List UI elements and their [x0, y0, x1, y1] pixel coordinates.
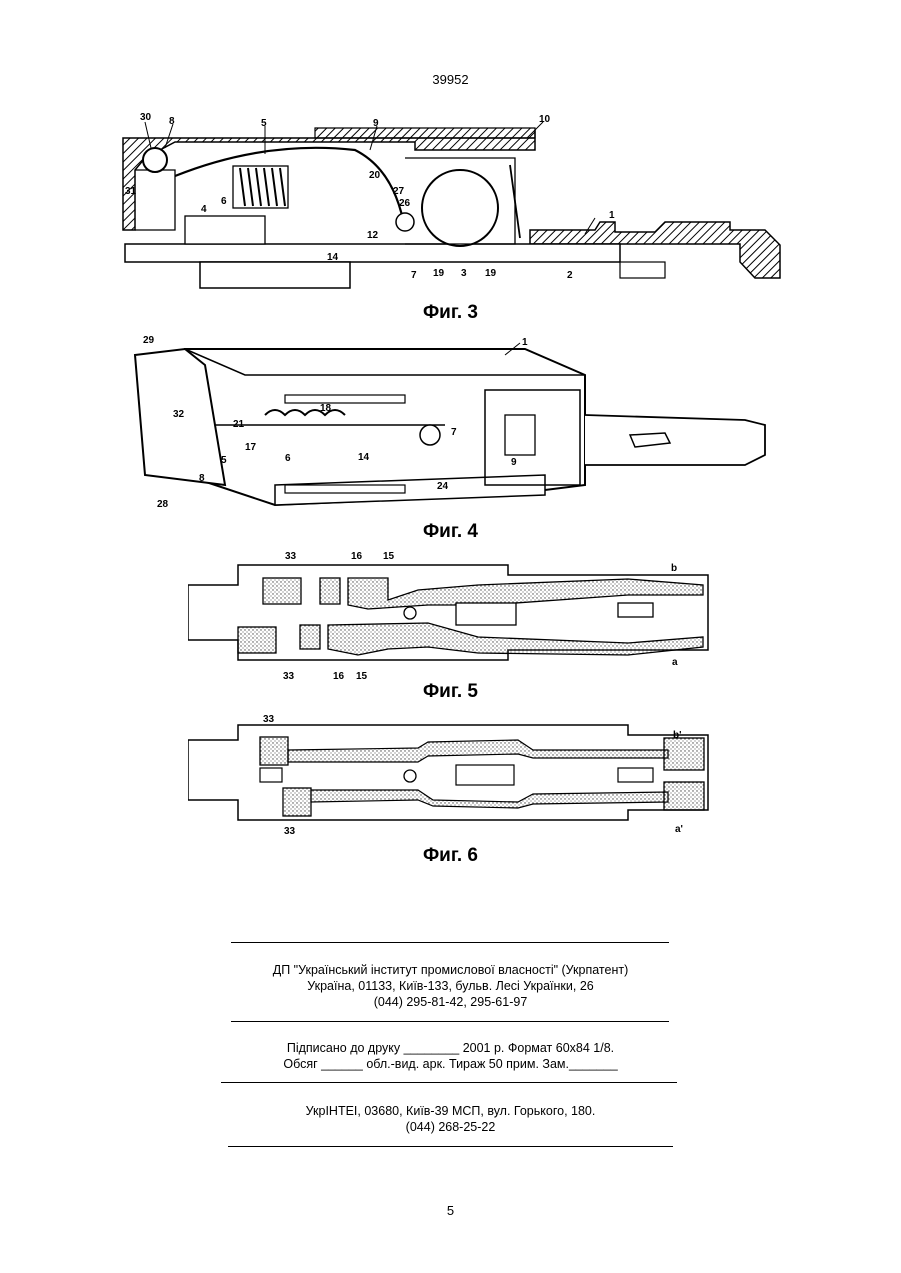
figure-3-caption: Фиг. 3 — [0, 302, 901, 324]
figure-6-drawing: 33 b' 33 a' — [188, 710, 718, 840]
svg-text:33: 33 — [284, 826, 296, 837]
svg-text:7: 7 — [451, 427, 457, 438]
svg-text:b: b — [671, 563, 677, 574]
svg-text:27: 27 — [393, 186, 405, 197]
svg-text:33: 33 — [283, 671, 295, 680]
svg-text:a': a' — [675, 824, 683, 835]
svg-text:8: 8 — [169, 116, 175, 127]
figure-5-drawing: 33 16 15 b 33 16 15 a — [188, 545, 718, 680]
svg-text:6: 6 — [221, 196, 227, 207]
svg-text:29: 29 — [143, 335, 155, 346]
figure-4-caption: Фиг. 4 — [0, 521, 901, 543]
svg-text:5: 5 — [261, 118, 267, 129]
svg-text:16: 16 — [333, 671, 345, 680]
svg-text:12: 12 — [367, 230, 379, 241]
svg-text:28: 28 — [157, 499, 169, 510]
figure-3-drawing: 30 8 5 9 10 31 6 4 20 2726 12 14 7 19 3 19 2 1 — [115, 110, 790, 295]
svg-text:15: 15 — [356, 671, 368, 680]
svg-text:b': b' — [673, 730, 682, 741]
svg-text:5: 5 — [221, 455, 227, 466]
svg-text:9: 9 — [373, 118, 379, 129]
svg-text:6: 6 — [285, 453, 291, 464]
figure-4-drawing: 29 1 32 21 18 17 6 5 8 28 14 7 9 24 — [125, 335, 780, 515]
imprint-rule-middle — [231, 1021, 669, 1022]
svg-text:30: 30 — [140, 112, 152, 123]
imprint-printer-phone: (044) 268-25-22 — [0, 1119, 901, 1135]
svg-text:17: 17 — [245, 442, 257, 453]
imprint-rule-top — [231, 942, 669, 943]
svg-text:15: 15 — [383, 551, 395, 562]
svg-text:32: 32 — [173, 409, 185, 420]
imprint-publisher-phone: (044) 295-81-42, 295-61-97 — [0, 994, 901, 1010]
figure-6-caption: Фиг. 6 — [0, 845, 901, 867]
svg-text:a: a — [672, 657, 678, 668]
svg-text:1: 1 — [522, 337, 528, 348]
svg-text:1: 1 — [609, 210, 615, 221]
svg-text:8: 8 — [199, 473, 205, 484]
svg-text:26: 26 — [399, 198, 411, 209]
svg-text:20: 20 — [369, 170, 381, 181]
svg-text:21: 21 — [233, 419, 245, 430]
svg-text:14: 14 — [358, 452, 370, 463]
imprint-rule-lower — [221, 1082, 677, 1083]
svg-text:33: 33 — [263, 714, 275, 725]
svg-text:19: 19 — [433, 268, 445, 279]
svg-text:14: 14 — [327, 252, 339, 263]
svg-text:19: 19 — [485, 268, 497, 279]
svg-text:33: 33 — [285, 551, 297, 562]
svg-text:2: 2 — [567, 270, 573, 281]
svg-text:4: 4 — [201, 204, 207, 215]
imprint-printer-address: УкрІНТЕІ, 03680, Київ-39 МСП, вул. Горьк… — [0, 1103, 901, 1119]
imprint-publisher-address: Україна, 01133, Київ-133, бульв. Лесі Ук… — [0, 978, 901, 994]
svg-text:7: 7 — [411, 270, 417, 281]
svg-text:3: 3 — [461, 268, 467, 279]
imprint-rule-bottom — [228, 1146, 673, 1147]
svg-text:24: 24 — [437, 481, 449, 492]
page-number: 5 — [0, 1203, 901, 1218]
imprint-publisher-name: ДП "Український інститут промислової вла… — [0, 962, 901, 978]
document-number: 39952 — [0, 72, 901, 87]
imprint-print-info-1: Підписано до друку ________ 2001 р. Форм… — [0, 1040, 901, 1056]
imprint-print-info-2: Обсяг ______ обл.-вид. арк. Тираж 50 при… — [0, 1056, 901, 1072]
svg-text:9: 9 — [511, 457, 517, 468]
svg-text:31: 31 — [125, 186, 137, 197]
svg-text:10: 10 — [539, 114, 551, 125]
svg-text:18: 18 — [320, 403, 332, 414]
svg-text:16: 16 — [351, 551, 363, 562]
figure-5-caption: Фиг. 5 — [0, 681, 901, 703]
